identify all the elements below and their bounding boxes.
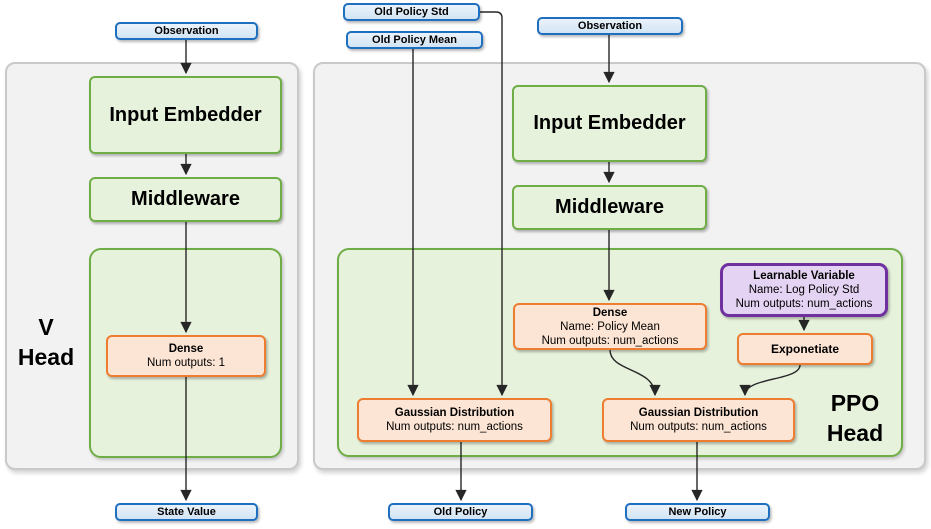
observation-label-ppo: Observation [577, 20, 643, 32]
ppo-head-title: PPO Head [805, 388, 905, 448]
middleware-node-ppo: Middleware [512, 185, 707, 230]
exponetiate-node: Exponetiate [737, 333, 873, 365]
exponetiate-label: Exponetiate [770, 342, 839, 356]
gaussian-new-title: Gaussian Distribution [638, 407, 759, 419]
dense-title-ppo: Dense [592, 306, 628, 319]
input-embedder-node-ppo: Input Embedder [512, 85, 707, 162]
observation-node-ppo: Observation [537, 17, 683, 35]
gaussian-distribution-new-node: Gaussian Distribution Num outputs: num_a… [602, 398, 795, 442]
learnable-variable-num-outputs: Num outputs: num_actions [735, 298, 873, 310]
new-policy-label: New Policy [668, 506, 727, 518]
observation-node-v: Observation [115, 22, 258, 40]
dense-num-outputs-v: Num outputs: 1 [147, 357, 225, 369]
gaussian-old-num-outputs: Num outputs: num_actions [386, 421, 523, 433]
middleware-label-v: Middleware [131, 188, 240, 210]
dense-name-ppo: Name: Policy Mean [560, 320, 660, 333]
gaussian-new-num-outputs: Num outputs: num_actions [630, 421, 767, 433]
old-policy-node: Old Policy [388, 503, 533, 521]
state-value-node: State Value [115, 503, 258, 521]
new-policy-node: New Policy [625, 503, 770, 521]
old-policy-std-node: Old Policy Std [343, 3, 480, 21]
learnable-variable-name: Name: Log Policy Std [748, 284, 860, 296]
dense-node-ppo: Dense Name: Policy Mean Num outputs: num… [513, 303, 707, 350]
v-head-title-line2: Head [17, 344, 75, 370]
learnable-variable-title: Learnable Variable [753, 270, 855, 282]
dense-title-v: Dense [168, 343, 204, 355]
v-head-title: V Head [8, 312, 84, 372]
middleware-label-ppo: Middleware [555, 196, 664, 218]
ppo-head-title-line2: Head [826, 420, 884, 446]
state-value-label: State Value [157, 506, 216, 518]
dense-num-outputs-ppo: Num outputs: num_actions [541, 334, 679, 347]
old-policy-mean-label: Old Policy Mean [372, 34, 457, 46]
input-embedder-label-v: Input Embedder [109, 103, 262, 126]
input-embedder-label-ppo: Input Embedder [533, 112, 686, 134]
old-policy-std-label: Old Policy Std [374, 6, 449, 18]
old-policy-mean-node: Old Policy Mean [346, 31, 483, 49]
dense-node-v: Dense Num outputs: 1 [106, 335, 266, 377]
middleware-node-v: Middleware [89, 177, 282, 222]
observation-label-v: Observation [154, 25, 219, 37]
input-embedder-node-v: Input Embedder [89, 76, 282, 154]
gaussian-distribution-old-node: Gaussian Distribution Num outputs: num_a… [357, 398, 552, 442]
old-policy-label: Old Policy [433, 506, 488, 518]
learnable-variable-node: Learnable Variable Name: Log Policy Std … [720, 263, 888, 317]
v-head-title-line1: V [38, 314, 54, 340]
gaussian-old-title: Gaussian Distribution [394, 407, 515, 419]
ppo-head-title-line1: PPO [830, 390, 880, 416]
